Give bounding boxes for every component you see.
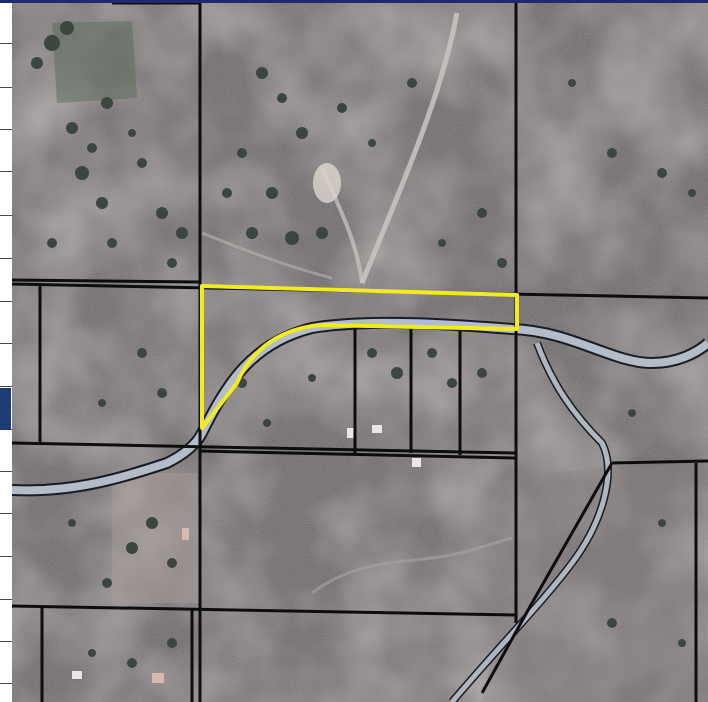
dirt-track: [359, 12, 460, 284]
panel-selected-tab[interactable]: [0, 388, 11, 430]
dirt-track: [311, 536, 513, 595]
layer-list-row[interactable]: [0, 471, 12, 472]
parcel-boundaries: [12, 3, 708, 702]
layer-list-row[interactable]: [0, 343, 12, 344]
tree-clusters: [31, 21, 696, 668]
layer-list-row[interactable]: [0, 641, 12, 642]
layer-list-row[interactable]: [0, 87, 12, 88]
window-top-bar: [0, 0, 708, 3]
layer-list-row[interactable]: [0, 683, 12, 684]
rocky-ridge: [482, 463, 708, 702]
layer-list-row[interactable]: [0, 43, 12, 44]
layer-list-row[interactable]: [0, 513, 12, 514]
layer-list-row[interactable]: [0, 599, 12, 600]
pasture-field: [52, 21, 137, 103]
bare-ground: [313, 163, 341, 203]
layer-list-row[interactable]: [0, 129, 12, 130]
layer-list-row[interactable]: [0, 556, 12, 557]
ranch-clearing: [112, 473, 202, 603]
layer-list-row[interactable]: [0, 386, 12, 387]
layer-list-row[interactable]: [0, 171, 12, 172]
aerial-map[interactable]: [12, 3, 708, 702]
layer-list-row[interactable]: [0, 301, 12, 302]
layer-list-row[interactable]: [0, 215, 12, 216]
selected-parcel-outline[interactable]: [200, 284, 519, 430]
dirt-track: [201, 231, 333, 280]
buildings: [72, 425, 421, 683]
layer-list-row[interactable]: [0, 258, 12, 259]
